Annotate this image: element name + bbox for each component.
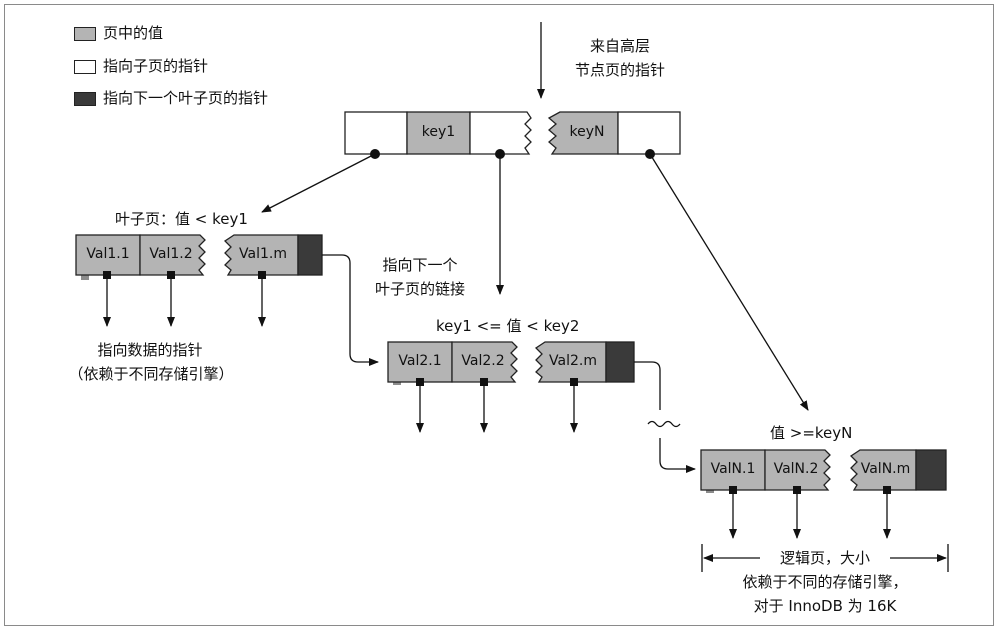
label-data-pointer-2: （依赖于不同存储引擎） bbox=[68, 365, 234, 383]
arrow-root-to-leaf1 bbox=[261, 153, 376, 213]
legend-label-value: 页中的值 bbox=[103, 24, 164, 42]
leafN-valm-label: ValN.m bbox=[860, 461, 911, 477]
leaf1-val2 bbox=[139, 234, 206, 276]
leafN-val1-label: ValN.1 bbox=[710, 461, 756, 477]
legend-label-child-pointer: 指向子页的指针 bbox=[103, 57, 209, 75]
leaf1-valm-label: Val1.m bbox=[239, 246, 287, 262]
label-next-link-2: 叶子页的链接 bbox=[374, 280, 465, 298]
leafN-val2 bbox=[764, 449, 831, 491]
root-node bbox=[344, 111, 681, 159]
legend-swatch-value bbox=[74, 27, 96, 41]
link-break-mark bbox=[647, 420, 681, 428]
leaf2-node bbox=[387, 341, 635, 433]
leaf2-val1-label: Val2.1 bbox=[398, 353, 442, 369]
leaf2-valm-label: Val2.m bbox=[549, 353, 597, 369]
label-from-upper-2: 节点页的指针 bbox=[574, 61, 665, 79]
leaf1-next-pointer bbox=[297, 234, 323, 276]
arrow-leaf2-to-leafN-bottom bbox=[659, 438, 696, 473]
legend-label-next-pointer: 指向下一个叶子页的指针 bbox=[103, 89, 269, 107]
leafN-val2-label: ValN.2 bbox=[773, 461, 819, 477]
legend-swatch-child-pointer bbox=[74, 60, 96, 74]
arrow-leaf1-to-leaf2 bbox=[322, 254, 379, 366]
root-child-pointer-1 bbox=[344, 111, 408, 155]
arrow-leaf2-to-leafN-top bbox=[634, 361, 661, 410]
leaf2-next-pointer bbox=[605, 341, 635, 383]
label-data-pointer-1: 指向数据的指针 bbox=[97, 341, 203, 359]
leafN-node bbox=[700, 449, 947, 539]
leafN-next-pointer bbox=[915, 449, 947, 491]
leaf2-val2 bbox=[451, 341, 518, 383]
leaf1-val1-label: Val1.1 bbox=[86, 246, 130, 262]
root-key1-cell bbox=[406, 111, 471, 155]
leaf1-node bbox=[75, 234, 323, 327]
legend-swatch-next-pointer bbox=[74, 92, 96, 106]
logical-page-dimension bbox=[701, 544, 949, 572]
root-child-pointer-N bbox=[617, 111, 681, 155]
root-child-pointer-2 bbox=[469, 111, 532, 155]
root-key1-label: key1 bbox=[421, 124, 456, 140]
leaf1-val2-label: Val1.2 bbox=[149, 246, 193, 262]
leaf2-val2-label: Val2.2 bbox=[461, 353, 505, 369]
leafN-val1 bbox=[700, 449, 766, 491]
root-keyN-label: keyN bbox=[569, 124, 605, 140]
label-from-upper-1: 来自高层 bbox=[589, 37, 650, 55]
label-next-link-1: 指向下一个 bbox=[382, 256, 458, 274]
label-logical-page-2: 依赖于不同的存储引擎， bbox=[742, 573, 908, 591]
leaf2-val1 bbox=[387, 341, 453, 383]
leafN-title: 值 >=keyN bbox=[770, 424, 853, 442]
leaf1-title: 叶子页：值 < key1 bbox=[115, 210, 248, 228]
label-logical-page-3: 对于 InnoDB 为 16K bbox=[753, 597, 897, 615]
leaf2-title: key1 <= 值 < key2 bbox=[436, 317, 580, 335]
label-logical-page-1: 逻辑页，大小 bbox=[779, 549, 870, 567]
arrow-root-to-leafN bbox=[649, 153, 809, 411]
